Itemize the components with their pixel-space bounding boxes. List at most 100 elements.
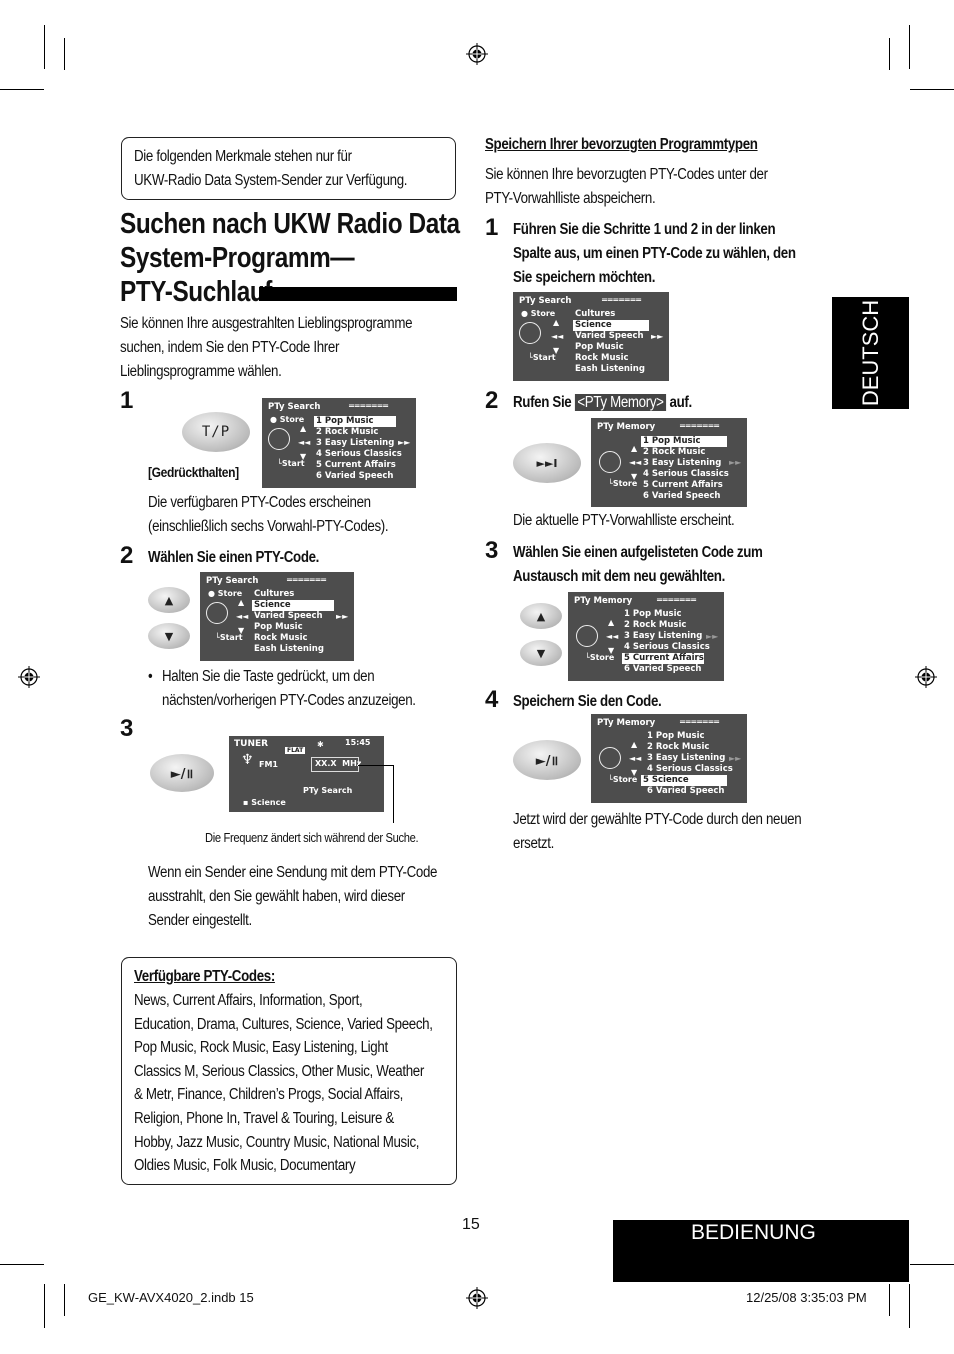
rstep4-after: ersetzt. bbox=[513, 835, 554, 852]
screen-list-item: 6 Varied Speech bbox=[316, 471, 394, 481]
screen-list-item: Varied Speech bbox=[575, 331, 644, 341]
rstep2-text: Rufen Sie <PTy Memory> auf. bbox=[513, 394, 692, 411]
antenna-icon: ♆ bbox=[241, 752, 254, 768]
pty-search-screen-2: PTy Search ======= ● Store ▲ ◄◄ ▼ └Start… bbox=[200, 572, 354, 661]
rstep3-text: Austausch mit dem neu gewählten. bbox=[513, 568, 725, 585]
step2-title: Wählen Sie einen PTY-Code. bbox=[148, 549, 320, 566]
available-line: Pop Music, Rock Music, Easy Listening, L… bbox=[134, 1039, 388, 1056]
screen-list-item: 6 Varied Speech bbox=[624, 664, 702, 674]
intro-line: Lieblingsprogramme wählen. bbox=[120, 363, 282, 380]
step-number: 1 bbox=[120, 387, 134, 414]
dial-icon bbox=[206, 602, 228, 624]
right-intro: PTY-Vorwahlliste abspeichern. bbox=[485, 190, 656, 207]
screen-list-item: 3 Easy Listening bbox=[647, 753, 726, 763]
step-number: 1 bbox=[485, 214, 499, 241]
down-button[interactable]: ▼ bbox=[148, 623, 190, 649]
bullet-mark: • bbox=[148, 668, 153, 685]
right-intro: Sie können Ihre bevorzugten PTY-Codes un… bbox=[485, 166, 768, 183]
step-number: 3 bbox=[120, 715, 134, 742]
play-pause-button[interactable]: ►/॥ bbox=[513, 740, 581, 780]
registration-mark-icon bbox=[466, 43, 488, 65]
dial-icon bbox=[599, 747, 621, 769]
screen-list-item: 5 Science bbox=[641, 775, 727, 786]
dial-icon bbox=[268, 428, 290, 450]
crop-mark bbox=[64, 1284, 65, 1316]
play-pause-button[interactable]: ►/॥ bbox=[150, 754, 214, 792]
bluetooth-icon: ✱ bbox=[317, 740, 324, 749]
registration-mark-icon bbox=[915, 666, 937, 688]
available-line: News, Current Affairs, Information, Spor… bbox=[134, 992, 363, 1009]
step-number: 3 bbox=[485, 537, 499, 564]
pty-search-screen-1: PTy Search ======= ● Store ▲ ◄◄ ▼ └Start… bbox=[262, 398, 416, 488]
crop-mark bbox=[44, 1284, 45, 1328]
available-title: Verfügbare PTY-Codes: bbox=[134, 968, 275, 985]
rstep1-text: Führen Sie die Schritte 1 und 2 in der l… bbox=[513, 221, 776, 238]
bullet-text: Halten Sie die Taste gedrückt, um den bbox=[162, 668, 375, 685]
screen-list-item: Varied Speech bbox=[254, 611, 323, 621]
step3-text: Sender eingestellt. bbox=[148, 912, 252, 929]
crop-mark bbox=[910, 89, 954, 90]
screen-list-item: 5 Current Affairs bbox=[643, 480, 723, 490]
screen-list-item: Science bbox=[252, 600, 334, 611]
rstep2-after: Die aktuelle PTY-Vorwahlliste erscheint. bbox=[513, 512, 735, 529]
pty-memory-screen-1: PTy Memory ======= ▲ ◄◄ ▼ └Store ►► 1 Po… bbox=[591, 418, 747, 507]
rstep1-text: Spalte aus, um einen PTY-Code zu wählen,… bbox=[513, 245, 796, 262]
pty-memory-screen-3: PTy Memory ======= ▲ ◄◄ ▼ └Store ►► 1 Po… bbox=[591, 714, 747, 803]
screen-list-item: 2 Rock Music bbox=[643, 447, 706, 457]
down-button[interactable]: ▼ bbox=[520, 640, 562, 666]
screen-list-item: 4 Serious Classics bbox=[624, 642, 710, 652]
step1-text: Die verfügbaren PTY-Codes erscheinen bbox=[148, 494, 371, 511]
skip-button[interactable]: ►►I bbox=[513, 443, 581, 483]
crop-mark bbox=[889, 1284, 890, 1316]
screen-list-item: Rock Music bbox=[575, 353, 629, 363]
bullet-text: nächsten/vorherigen PTY-Codes anzuzeigen… bbox=[162, 692, 416, 709]
step-number: 2 bbox=[485, 387, 499, 414]
notice-box bbox=[121, 137, 456, 200]
rstep4-title: Speichern Sie den Code. bbox=[513, 693, 662, 710]
right-heading: Speichern Ihrer bevorzugten Programmtype… bbox=[485, 136, 758, 153]
registration-mark-icon bbox=[18, 666, 40, 688]
dial-icon bbox=[519, 322, 541, 344]
step1-text: (einschließlich sechs Vorwahl-PTY-Codes)… bbox=[148, 518, 389, 535]
screen-list-item: 4 Serious Classics bbox=[316, 449, 402, 459]
screen-list-item: 4 Serious Classics bbox=[643, 469, 729, 479]
pty-memory-screen-2: PTy Memory ======= ▲ ◄◄ ▼ └Store ►► 1 Po… bbox=[568, 592, 724, 681]
screen-list-item: 6 Varied Speech bbox=[643, 491, 721, 501]
available-line: Classics M, Serious Classics, Other Musi… bbox=[134, 1063, 424, 1080]
language-tab: DEUTSCH bbox=[832, 297, 909, 409]
footer-file: GE_KW-AVX4020_2.indb 15 bbox=[88, 1290, 254, 1305]
available-line: Education, Drama, Cultures, Science, Var… bbox=[134, 1016, 433, 1033]
available-line: Hobby, Jazz Music, Country Music, Nation… bbox=[134, 1134, 420, 1151]
screen-list-item: 2 Rock Music bbox=[647, 742, 710, 752]
screen-list-item: Pop Music bbox=[254, 622, 303, 632]
screen-list-item: Eash Listening bbox=[575, 364, 645, 374]
callout-line bbox=[358, 765, 394, 766]
tuner-screen: TUNER FLAT ✱ 15:45 ♆ FM1 XX.X MHz PTy Se… bbox=[229, 736, 384, 812]
screen-list-item: 2 Rock Music bbox=[316, 427, 379, 437]
available-codes-box bbox=[121, 957, 457, 1185]
footer-date: 12/25/08 3:35:03 PM bbox=[746, 1290, 867, 1305]
screen-list-item: Science bbox=[573, 320, 649, 331]
screen-list-item: 5 Current Affairs bbox=[622, 653, 704, 664]
heading-bar bbox=[259, 287, 457, 301]
dial-icon bbox=[599, 451, 621, 473]
up-button[interactable]: ▲ bbox=[148, 587, 190, 613]
crop-mark bbox=[44, 25, 45, 69]
crop-mark bbox=[889, 38, 890, 70]
screen-list-item: 5 Current Affairs bbox=[316, 460, 396, 470]
screen-list-item: 1 Pop Music bbox=[314, 416, 396, 427]
screen-list-item: 6 Varied Speech bbox=[647, 786, 725, 796]
crop-mark bbox=[909, 25, 910, 69]
screen-list-item: 4 Serious Classics bbox=[647, 764, 733, 774]
section-heading: Suchen nach UKW Radio Data System-Progra… bbox=[120, 208, 460, 308]
dial-icon bbox=[576, 625, 598, 647]
tp-button[interactable]: T/P bbox=[182, 412, 250, 452]
up-button[interactable]: ▲ bbox=[520, 603, 562, 629]
registration-mark-icon bbox=[466, 1287, 488, 1309]
screen-list-item: Pop Music bbox=[575, 342, 624, 352]
section-tab: BEDIENUNG bbox=[613, 1220, 909, 1282]
available-line: Oldies Music, Folk Music, Documentary bbox=[134, 1157, 356, 1174]
step-number: 4 bbox=[485, 686, 499, 713]
screen-list-item: 1 Pop Music bbox=[647, 731, 705, 741]
rstep4-after: Jetzt wird der gewählte PTY-Code durch d… bbox=[513, 811, 802, 828]
